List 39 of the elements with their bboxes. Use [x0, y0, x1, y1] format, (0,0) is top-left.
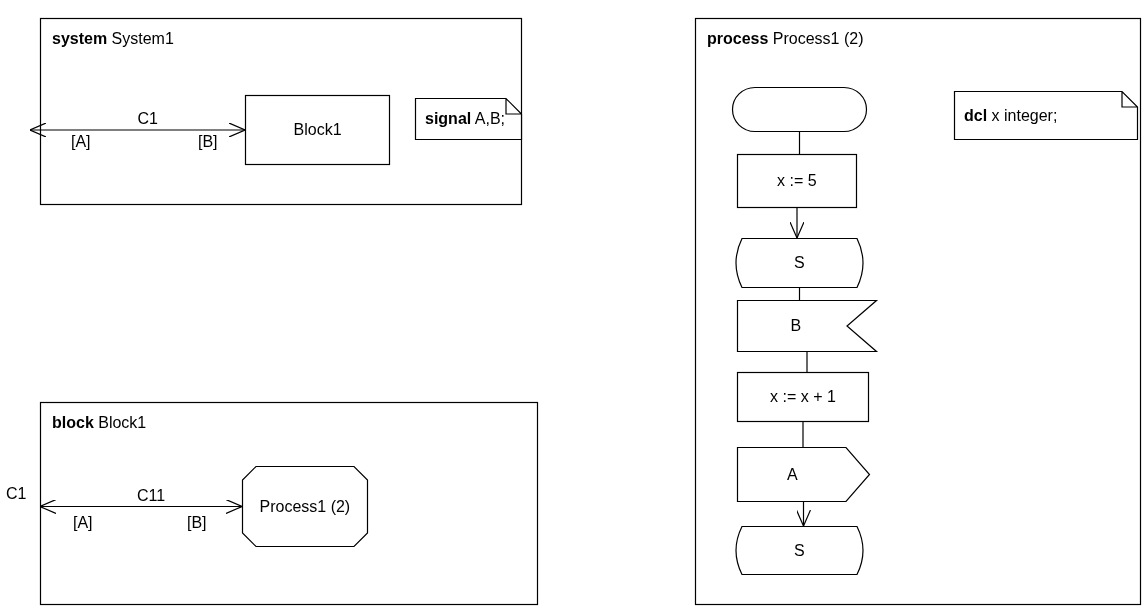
node-label: Process1 (2): [259, 497, 351, 516]
signal-label: [A]: [70, 133, 92, 151]
connector-line: [798, 131, 801, 155]
node-label: x := 5: [777, 172, 817, 191]
output-symbol: [737, 447, 870, 502]
block-box: [245, 95, 390, 165]
note-text: dcl x integer;: [964, 106, 1058, 125]
arrow: [39, 498, 243, 515]
comment-note: [954, 91, 1138, 140]
signal-label: [A]: [72, 514, 94, 532]
connector-line: [802, 421, 804, 448]
node-label: B: [790, 317, 802, 336]
signal-label: [B]: [186, 514, 208, 532]
comment-note: [415, 98, 522, 140]
diagram-frame: [40, 18, 522, 205]
arrow: [795, 501, 812, 527]
task-box: [737, 154, 857, 208]
input-symbol: [737, 300, 877, 352]
diagram-frame: [695, 18, 1141, 605]
signal-label: [B]: [197, 133, 219, 151]
connector-line: [798, 287, 801, 301]
node-label: S: [794, 541, 805, 560]
note-text: signal A,B;: [425, 110, 506, 129]
frame-title: process Process1 (2): [707, 30, 864, 49]
task-box: [737, 372, 869, 422]
arrow: [789, 207, 805, 239]
node-label: A: [787, 465, 798, 484]
state-symbol: [732, 526, 867, 575]
node-label: Block1: [293, 121, 342, 140]
frame-title: block Block1: [52, 414, 147, 433]
process-octagon: [242, 466, 368, 547]
arrow: [29, 122, 246, 138]
state-symbol: [732, 238, 867, 288]
connector-line: [806, 351, 808, 373]
start-symbol: [732, 87, 867, 132]
node-label: S: [794, 254, 805, 273]
frame-title: system System1: [52, 30, 174, 49]
diagram-frame: [40, 402, 538, 605]
node-label: x := x + 1: [770, 388, 836, 407]
